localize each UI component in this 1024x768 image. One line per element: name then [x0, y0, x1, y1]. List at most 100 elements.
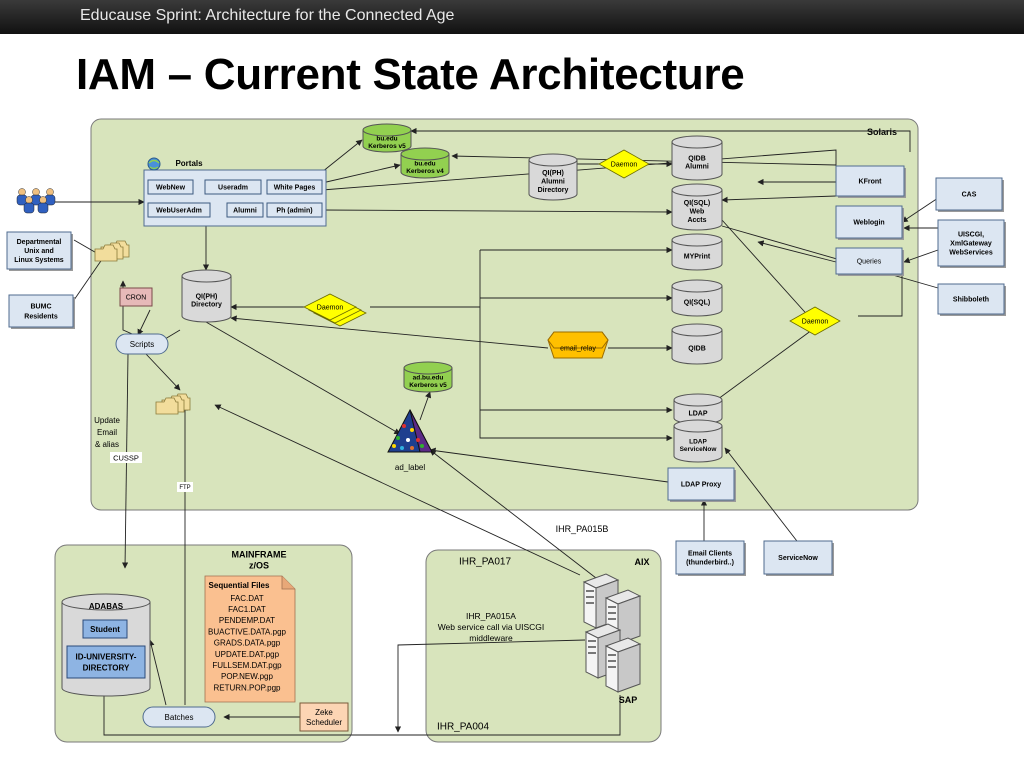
- conn-servicenow-ldap: [724, 447, 801, 546]
- portal-item-label: Ph (admin): [276, 207, 312, 214]
- adabas-label: ADABAS: [89, 602, 124, 611]
- cussp-bg: [110, 452, 142, 463]
- db-ldap-label: LDAP: [688, 410, 707, 417]
- db-qidb-label: QIDB: [688, 345, 706, 352]
- scripts-label: Scripts: [130, 340, 154, 349]
- shibboleth-box: Shibboleth: [937, 283, 1006, 316]
- cron-box: CRON: [119, 287, 153, 307]
- sap-label: SAP: [619, 695, 638, 705]
- conn-weblogin-qisql: [721, 195, 837, 203]
- cussp-label: CUSSP: [113, 454, 139, 463]
- conn-cas-weblogin: [901, 197, 939, 223]
- cas-box-label: CAS: [962, 191, 977, 198]
- id-university-directory-box-rect: [66, 645, 146, 679]
- daemon-directory-shape: [303, 293, 357, 321]
- db-ldap-servicenow-top: [673, 419, 723, 433]
- db-qiph-directory-top: [181, 269, 232, 283]
- portal-item-label: Useradm: [218, 184, 248, 191]
- portal-item-4[interactable]: Alumni: [226, 202, 264, 218]
- portals-frame: [143, 169, 327, 227]
- sequential-file-item: GRADS.DATA.pgp: [214, 639, 281, 648]
- conn-ad-kerb: [419, 391, 432, 421]
- portal-item-2[interactable]: White Pages: [266, 179, 323, 195]
- db-qidb-body: [671, 330, 723, 365]
- conn-sap-adabas: [100, 689, 621, 736]
- daemon-alumni: Daemon: [598, 149, 650, 179]
- ad-label: ad_label: [395, 463, 425, 472]
- daemon-directory-label: Daemon: [317, 304, 344, 311]
- sequential-files: Sequential FilesFAC.DATFAC1.DATPENDEMP.D…: [204, 575, 296, 703]
- conn-shib-qisql: [721, 225, 939, 289]
- db-qiph-alumni-body: [528, 160, 578, 201]
- portal-item-5[interactable]: Ph (admin): [266, 202, 323, 218]
- departmental-unix-box-rect: [6, 231, 72, 270]
- uiscgi-box-rect: [937, 219, 1005, 267]
- conn-qiph-ad: [205, 321, 401, 435]
- daemon-ldap-label: Daemon: [802, 318, 829, 325]
- sequential-file-item: FAC1.DAT: [228, 605, 266, 614]
- db-myprint-body: [671, 240, 723, 271]
- portal-item-3[interactable]: WebUserAdm: [147, 202, 211, 218]
- ihr-pa015b-label: IHR_PA015B: [556, 524, 609, 534]
- portal-item-label: WebNew: [156, 184, 186, 191]
- slide-title: IAM – Current State Architecture: [76, 50, 745, 99]
- daemon-alumni-label: Daemon: [611, 161, 638, 168]
- sequential-file-item: PENDEMP.DAT: [219, 616, 275, 625]
- conn-scripts-cron: [137, 309, 151, 336]
- batches-label: Batches: [165, 713, 194, 722]
- shibboleth-box-label: Shibboleth: [953, 296, 989, 303]
- db-qiph-directory: QI(PH)Directory: [181, 269, 232, 323]
- db-qisql-body: [671, 286, 723, 317]
- db-ldap-top: [673, 393, 723, 407]
- cron-box-rect: [119, 287, 153, 307]
- kfront-box-rect: [835, 165, 905, 197]
- db-ad-kerberos-v5-body: [403, 368, 453, 393]
- portal-item-label: Alumni: [233, 207, 257, 214]
- bumc-residents-box-rect: [8, 294, 74, 328]
- db-qisql-top: [671, 279, 723, 293]
- ldap-proxy-box: LDAP Proxy: [667, 467, 736, 502]
- conn-ad-sap: [429, 449, 597, 579]
- sequential-file-item: FAC.DAT: [230, 594, 263, 603]
- daemon-directory: Daemon: [303, 293, 367, 327]
- zeke-scheduler-box-rect: [299, 702, 349, 732]
- conn-kfront-k5: [410, 127, 911, 152]
- portal-item-1[interactable]: Useradm: [204, 179, 262, 195]
- email-clients-box: Email Clients(thunderbird..): [675, 540, 746, 576]
- ftp-bg: [177, 482, 193, 492]
- queries-box-rect: [835, 247, 903, 275]
- portal-item-0[interactable]: WebNew: [147, 179, 194, 195]
- email-relay: email_relay: [547, 331, 609, 359]
- presentation-title: Educause Sprint: Architecture for the Co…: [80, 7, 455, 24]
- cas-box: CAS: [935, 177, 1004, 212]
- conn-bus-vertical: [479, 250, 673, 442]
- daemon-ldap: Daemon: [789, 306, 841, 336]
- conn-scripts-folder2: [145, 353, 181, 391]
- db-myprint-top: [671, 233, 723, 247]
- folder-icon-lower: [155, 393, 191, 415]
- db-qisql: QI(SQL): [671, 279, 723, 317]
- db-qisql-web-accts-top: [671, 183, 723, 197]
- sequential-file-item: BUACTIVE.DATA.pgp: [208, 627, 287, 636]
- scripts-pill: Scripts: [115, 333, 169, 355]
- cron-box-label: CRON: [126, 294, 147, 301]
- sequential-file-item: POP.NEW.pgp: [221, 672, 273, 681]
- aix-host-label: IHR_PA017: [459, 557, 512, 568]
- shibboleth-box-rect: [937, 283, 1005, 315]
- student-box-rect: [82, 619, 128, 639]
